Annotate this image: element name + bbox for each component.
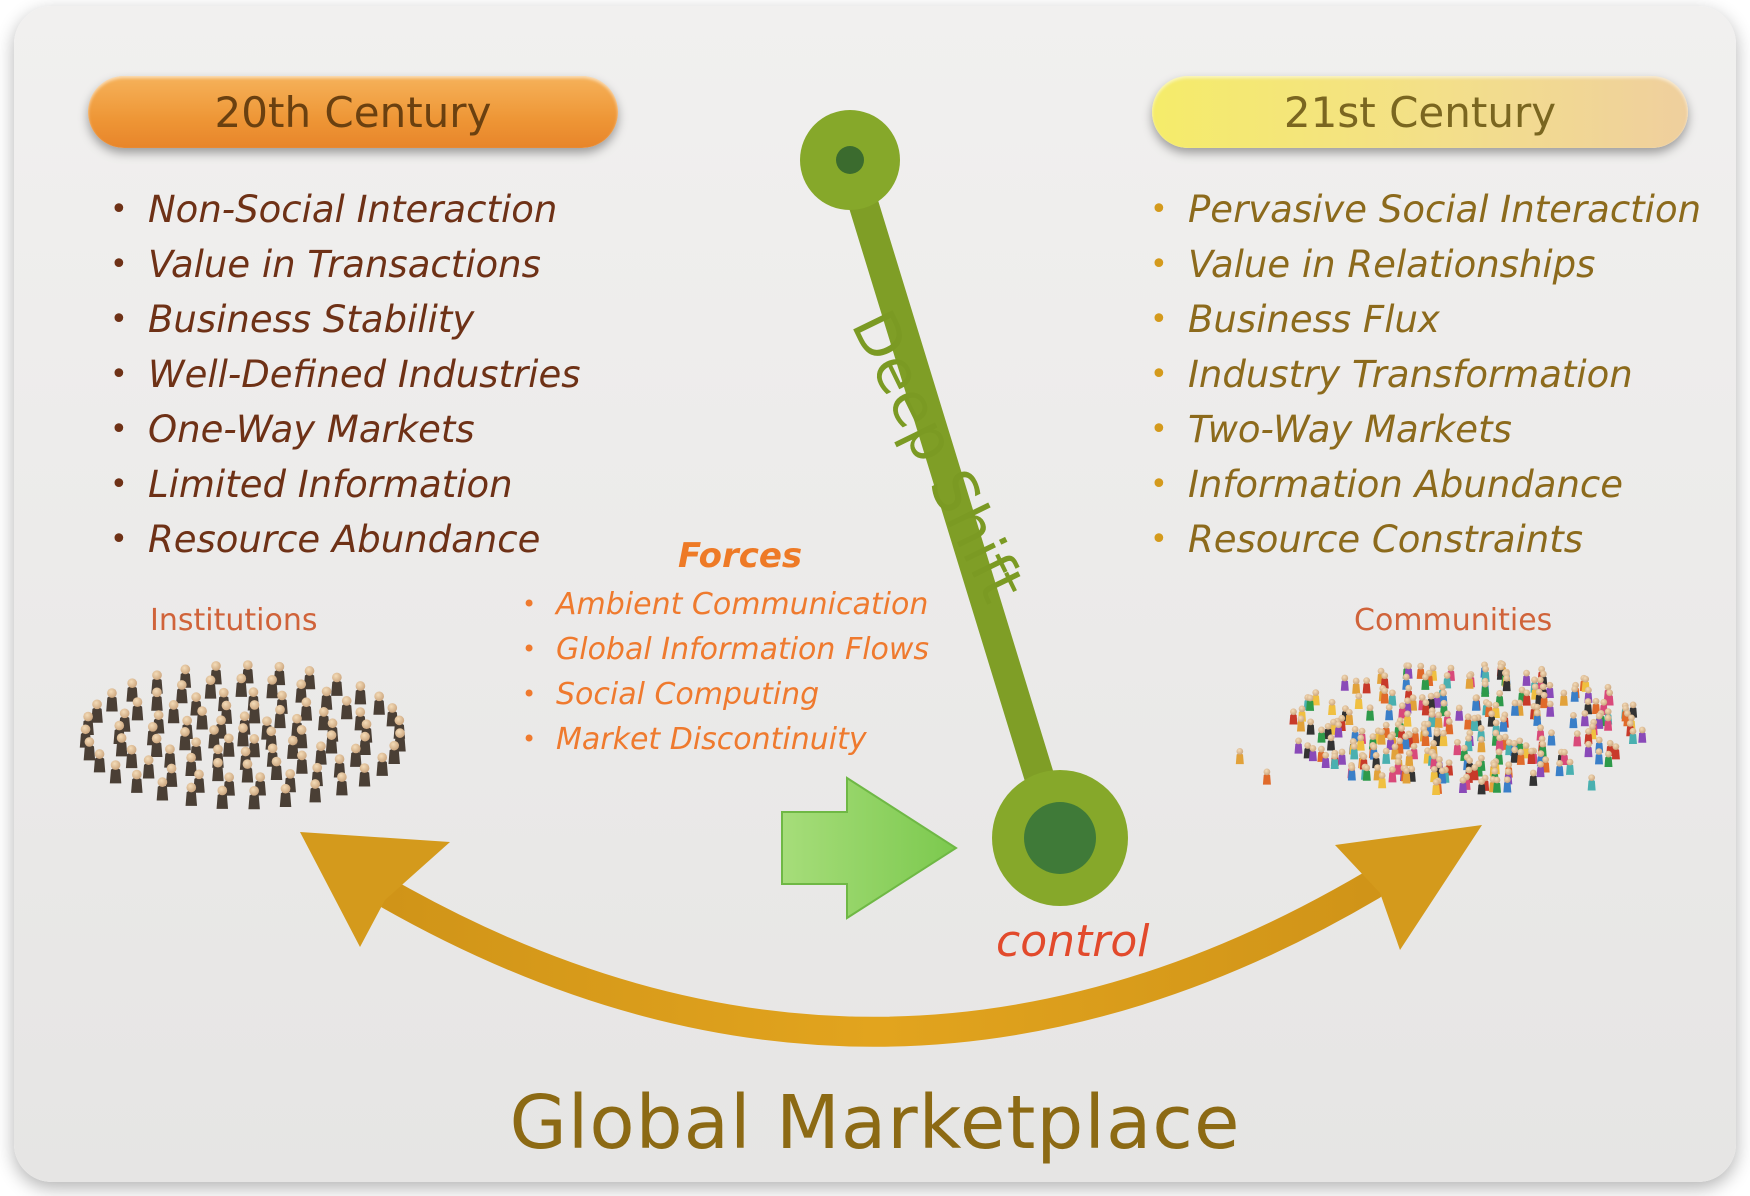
list-item: •Ambient Communication (522, 587, 929, 622)
forces-list: •Ambient Communication •Global Informati… (522, 582, 930, 762)
list-item: •Pervasive Social Interaction (1150, 188, 1702, 231)
list-item: •Market Discontinuity (522, 722, 867, 757)
control-label: control (996, 916, 1150, 967)
list-item: •Business Stability (110, 298, 475, 341)
pivot-lever-icon (800, 110, 1128, 906)
institutions-label: Institutions (150, 603, 318, 638)
list-item: •Value in Relationships (1150, 243, 1596, 286)
communities-label: Communities (1354, 603, 1553, 638)
marketplace-arc-icon (300, 825, 1482, 1047)
crowd-in-rings-icon (79, 660, 406, 810)
list-21st-century: •Pervasive Social Interaction •Value in … (1150, 182, 1702, 567)
list-item: •Information Abundance (1150, 463, 1624, 506)
forces-title: Forces (678, 536, 803, 576)
list-item: •Value in Transactions (110, 243, 541, 286)
list-item: •Social Computing (522, 677, 820, 712)
list-item: •Resource Abundance (110, 518, 541, 561)
heading-20th-century: 20th Century (88, 76, 618, 148)
scattered-crowd-icon (1235, 660, 1647, 796)
list-item: •Industry Transformation (1150, 353, 1633, 396)
list-item: •Two-Way Markets (1150, 408, 1512, 451)
heading-21st-century: 21st Century (1152, 76, 1688, 148)
right-arrow-icon (781, 776, 958, 920)
list-item: •Business Flux (1150, 298, 1440, 341)
list-item: •One-Way Markets (110, 408, 475, 451)
global-marketplace-label: Global Marketplace (509, 1080, 1241, 1166)
list-item: •Resource Constraints (1150, 518, 1584, 561)
list-item: •Non-Social Interaction (110, 188, 558, 231)
list-item: •Global Information Flows (522, 632, 930, 667)
list-20th-century: •Non-Social Interaction •Value in Transa… (110, 182, 581, 567)
list-item: •Well-Defined Industries (110, 353, 581, 396)
list-item: •Limited Information (110, 463, 513, 506)
